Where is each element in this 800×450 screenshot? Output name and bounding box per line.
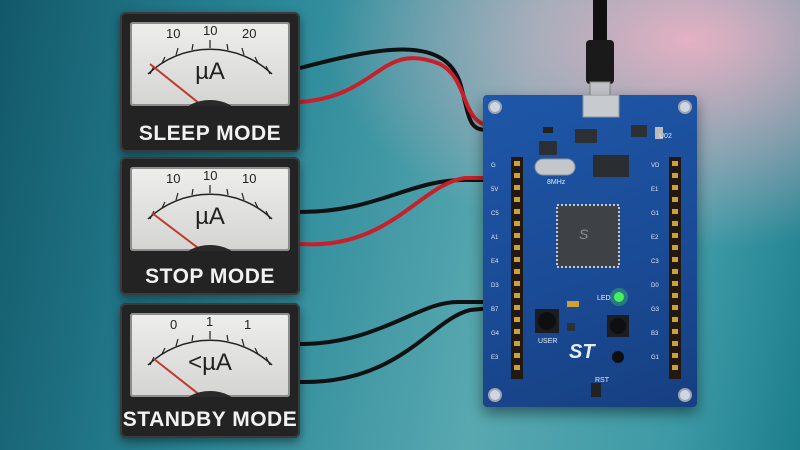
scale-label-2: 10 [203,23,217,38]
stop-black-wire [299,177,492,214]
meter-scale: 0 1 1 [147,314,273,397]
sleep-mode-meter: 10 10 20 µA SLEEP MODE [120,12,300,152]
scale-label-1: 10 [166,171,180,186]
crystal-label: 8MHz [547,179,566,186]
user-button[interactable] [535,309,559,333]
mounting-hole [488,388,502,402]
mode-label: STANDBY MODE [122,408,298,431]
stop-red-wire [299,176,492,247]
st-logo: ST [569,341,595,363]
right-header-pins [672,161,678,370]
status-led [614,292,624,302]
svg-text:G3: G3 [651,307,660,313]
scale-label-2: 10 [203,168,217,183]
svg-text:5V: 5V [491,187,498,193]
standby-black-wire-1 [299,299,492,346]
svg-text:S: S [579,226,589,242]
usb-connector [582,95,620,118]
mounting-hole [678,388,692,402]
svg-text:E4: E4 [491,259,499,265]
svg-text:G4: G4 [491,331,500,337]
mode-label: STOP MODE [145,265,275,288]
reset-label: RST [595,377,609,384]
meter-face: 10 10 20 µA [130,22,290,106]
sleep-black-wire [299,47,489,132]
svg-text:C5: C5 [491,211,499,217]
svg-text:B7: B7 [491,307,499,313]
unit-label: µA [195,58,225,85]
reset-button[interactable] [607,315,629,337]
svg-text:E3: E3 [491,355,499,361]
svg-text:G1: G1 [651,355,660,361]
mode-label: SLEEP MODE [138,122,282,145]
unit-label: <µA [188,349,232,376]
svg-text:G1: G1 [651,211,660,217]
svg-text:E2: E2 [651,235,659,241]
voltage-regulator [593,155,629,177]
scale-label-1: 10 [166,26,180,41]
meter-face: 0 1 1 <µA [130,313,290,397]
usb-plug [586,40,614,84]
crystal-oscillator [534,158,576,176]
unit-label: µA [195,203,225,230]
svg-text:E1: E1 [651,187,659,193]
stop-mode-meter: 10 10 10 µA STOP MODE [120,157,300,295]
scale-label-1: 0 [170,317,177,332]
meter-scale: 10 10 20 [147,23,273,106]
scale-label-3: 20 [242,26,256,41]
standby-mode-meter: 0 1 1 <µA STANDBY MODE [120,303,300,438]
svg-text:D0: D0 [651,283,659,289]
scale-label-2: 1 [206,314,213,329]
svg-text:C3: C3 [651,259,659,265]
standby-black-wire-2 [299,306,493,385]
left-header-pins [514,161,520,370]
svg-text:A1: A1 [491,235,499,241]
mounting-hole [678,100,692,114]
mcu-chip [556,204,620,268]
led-label: LED [597,295,611,302]
svg-text:VD: VD [651,163,660,169]
meter-scale: 10 10 10 [147,168,273,251]
scale-label-3: 1 [244,317,251,332]
svg-text:B3: B3 [651,331,659,337]
mounting-hole [488,100,502,114]
header-label: U02 [659,133,672,140]
svg-text:G: G [491,163,496,169]
svg-text:D3: D3 [491,283,499,289]
meter-face: 10 10 10 µA [130,167,290,251]
user-button-label: USER [538,338,558,345]
scale-label-3: 10 [242,171,256,186]
sleep-red-wire [299,56,493,128]
